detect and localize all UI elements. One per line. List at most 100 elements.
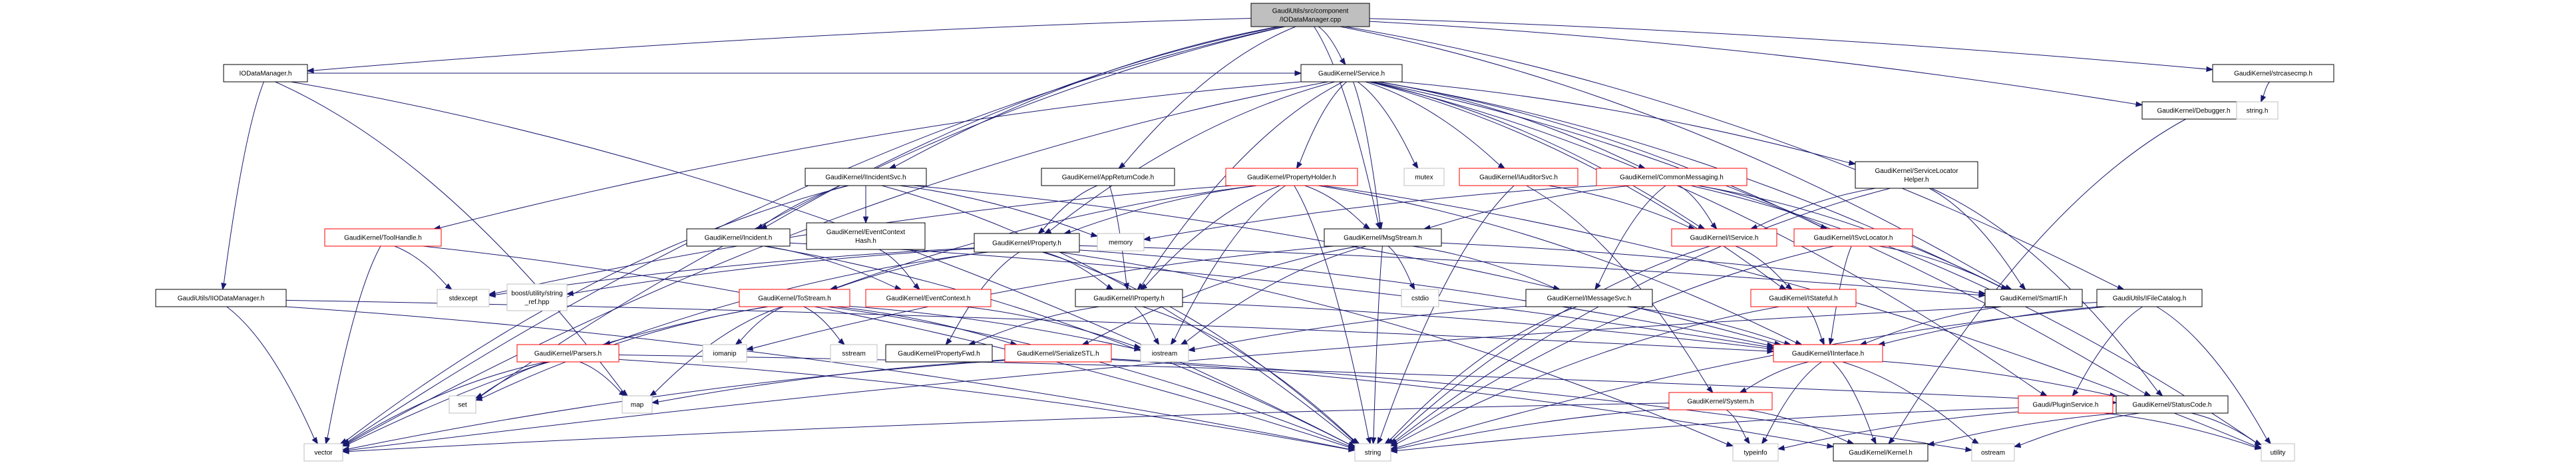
node-box [2212, 64, 2334, 82]
edge-line [1299, 81, 1347, 164]
node-property-h[interactable]: GaudiKernel/Property.h [974, 233, 1080, 253]
edge-toolhandle_h-to-stdexcept [394, 245, 453, 290]
edge-line [1756, 188, 1876, 228]
arrowhead-icon [1777, 445, 1785, 451]
node-appreturncode-h[interactable]: GaudiKernel/AppReturnCode.h [1041, 168, 1175, 186]
node-label: IODataManager.h [240, 71, 292, 78]
node-string-ref-hpp: boost/utility/string_ref.hpp [506, 283, 568, 311]
edge-line [965, 306, 1135, 347]
arrowhead-icon [862, 216, 869, 224]
node-label: GaudiKernel/IInterface.h [1792, 351, 1864, 358]
node-tostream-h[interactable]: GaudiKernel/ToStream.h [739, 289, 850, 307]
node-toolhandle-h[interactable]: GaudiKernel/ToolHandle.h [324, 228, 442, 247]
node-ifilecatalog-h[interactable]: GaudiUtils/IFileCatalog.h [2096, 289, 2203, 307]
edge-eventcontexthash_h-to-eventcontext_h [878, 249, 920, 290]
node-parsers-h[interactable]: GaudiKernel/Parsers.h [516, 344, 620, 363]
edge-iinterface_h-to-kernel_h [1832, 361, 1877, 445]
edge-parsers_h-to-vector [341, 361, 547, 445]
node-isvclocator-h[interactable]: GaudiKernel/ISvcLocator.h [1793, 228, 1913, 247]
edge-line [348, 360, 1006, 450]
node-box [1354, 443, 1391, 462]
node-label: GaudiKernel/IStateful.h [1769, 295, 1837, 303]
arrowhead-icon [913, 283, 920, 290]
edge-ifilecatalog_h-to-pluginservice_h [2072, 306, 2143, 397]
arrowhead-icon [1828, 337, 1834, 346]
edge-line [1369, 21, 2137, 105]
node-box [2096, 289, 2203, 307]
edge-service_h-to-iproperty_h [1137, 81, 1344, 290]
node-iproperty-h[interactable]: GaudiKernel/IProperty.h [1075, 289, 1183, 307]
edge-root-to-msgstream_h [1314, 26, 1381, 230]
edge-line [803, 306, 840, 341]
edge-service_h-to-msgstream_h [1353, 81, 1383, 230]
node-imessagesvc-h[interactable]: GaudiKernel/IMessageSvc.h [1525, 289, 1653, 307]
arrowhead-icon [745, 345, 754, 351]
node-iservice-h[interactable]: GaudiKernel/IService.h [1671, 228, 1777, 247]
edge-service_h-to-iauditorsvc_h [1365, 81, 1506, 169]
edge-line [1042, 185, 1098, 230]
edge-line [878, 249, 916, 285]
edge-line [2156, 306, 2267, 440]
node-iauditorsvc-h[interactable]: GaudiKernel/IAuditorSvc.h [1459, 168, 1578, 186]
edge-root-to-incident_h [759, 26, 1281, 230]
node-cstdio: cstdio [1401, 289, 1439, 307]
node-pluginservice-h[interactable]: Gaudi/PluginService.h [2018, 395, 2114, 414]
edge-line [2191, 412, 2257, 443]
node-iinterface-h[interactable]: GaudiKernel/IInterface.h [1773, 344, 1883, 363]
node-box [1525, 289, 1653, 307]
arrowhead-icon [1377, 436, 1383, 445]
node-commonmessaging-h[interactable]: GaudiKernel/CommonMessaging.h [1596, 168, 1748, 186]
edge-isvclocator_h-to-iinterface_h [1828, 245, 1852, 346]
edge-line [439, 81, 1302, 228]
node-strcasecmp-h[interactable]: GaudiKernel/strcasecmp.h [2212, 64, 2334, 82]
edge-line [1123, 26, 1296, 165]
node-smartif-h[interactable]: GaudiKernel/SmartIF.h [1984, 289, 2083, 307]
node-sstream: sstream [830, 344, 878, 363]
edge-imessagesvc_h-to-string [1384, 306, 1577, 444]
node-iiodatamanager-h[interactable]: GaudiUtils/IIODataManager.h [155, 289, 287, 307]
node-box [2116, 395, 2229, 414]
node-propertyholder-h[interactable]: GaudiKernel/PropertyHolder.h [1225, 168, 1358, 186]
arrowhead-icon [1965, 446, 1973, 452]
node-serializestl-h[interactable]: GaudiKernel/SerializeSTL.h [1004, 344, 1112, 363]
edge-line [1340, 26, 2006, 288]
edge-imessagesvc_h-to-iostream [1187, 305, 1527, 353]
edge-line [1318, 26, 1343, 60]
node-msgstream-h[interactable]: GaudiKernel/MsgStream.h [1324, 228, 1442, 247]
node-system-h[interactable]: GaudiKernel/System.h [1668, 392, 1773, 410]
edge-line [1690, 185, 2257, 443]
node-label: GaudiKernel/SerializeSTL.h [1017, 351, 1099, 358]
edge-line [1182, 301, 1768, 349]
node-statuscode-h[interactable]: GaudiKernel/StatusCode.h [2116, 395, 2229, 414]
edge-line [1370, 81, 2042, 394]
node-debugger-h[interactable]: GaudiKernel/Debugger.h [2141, 101, 2246, 120]
arrowhead-icon [1848, 160, 1857, 166]
node-iodatamanager-h[interactable]: IODataManager.h [223, 64, 308, 82]
edge-propertyholder_h-to-string [1294, 185, 1372, 445]
edge-isvclocator_h-to-smartif_h [1879, 245, 2009, 290]
node-box [1459, 168, 1578, 186]
edge-line [223, 81, 264, 284]
edge-line [1831, 245, 1852, 339]
edge-root-to-service_h [1318, 26, 1346, 66]
node-kernel-h[interactable]: GaudiKernel/Kernel.h [1833, 443, 1929, 462]
node-label: string [1365, 450, 1381, 457]
node-eventcontext-h[interactable]: GaudiKernel/EventContext.h [865, 289, 992, 307]
edge-toolhandle_h-to-vector [325, 245, 381, 445]
node-istateful-h[interactable]: GaudiKernel/IStateful.h [1750, 289, 1857, 307]
node-memory: memory [1097, 233, 1145, 251]
node-label: GaudiUtils/src/component [1272, 8, 1349, 15]
node-propertyfwd-h[interactable]: GaudiKernel/PropertyFwd.h [885, 344, 993, 363]
arrowhead-icon [2040, 390, 2048, 396]
edge-line [1626, 306, 1785, 344]
edge-iproperty_h-to-iinterface_h [1182, 301, 1775, 351]
node-service-h[interactable]: GaudiKernel/Service.h [1300, 64, 1403, 82]
node-incident-h[interactable]: GaudiKernel/Incident.h [686, 228, 791, 247]
edge-appreturncode_h-to-iproperty_h [1109, 185, 1129, 291]
node-iincidentsvc-h[interactable]: GaudiKernel/IIncidentSvc.h [805, 168, 927, 186]
edge-line [1111, 359, 1828, 446]
node-label: boost/utility/string [511, 290, 562, 297]
